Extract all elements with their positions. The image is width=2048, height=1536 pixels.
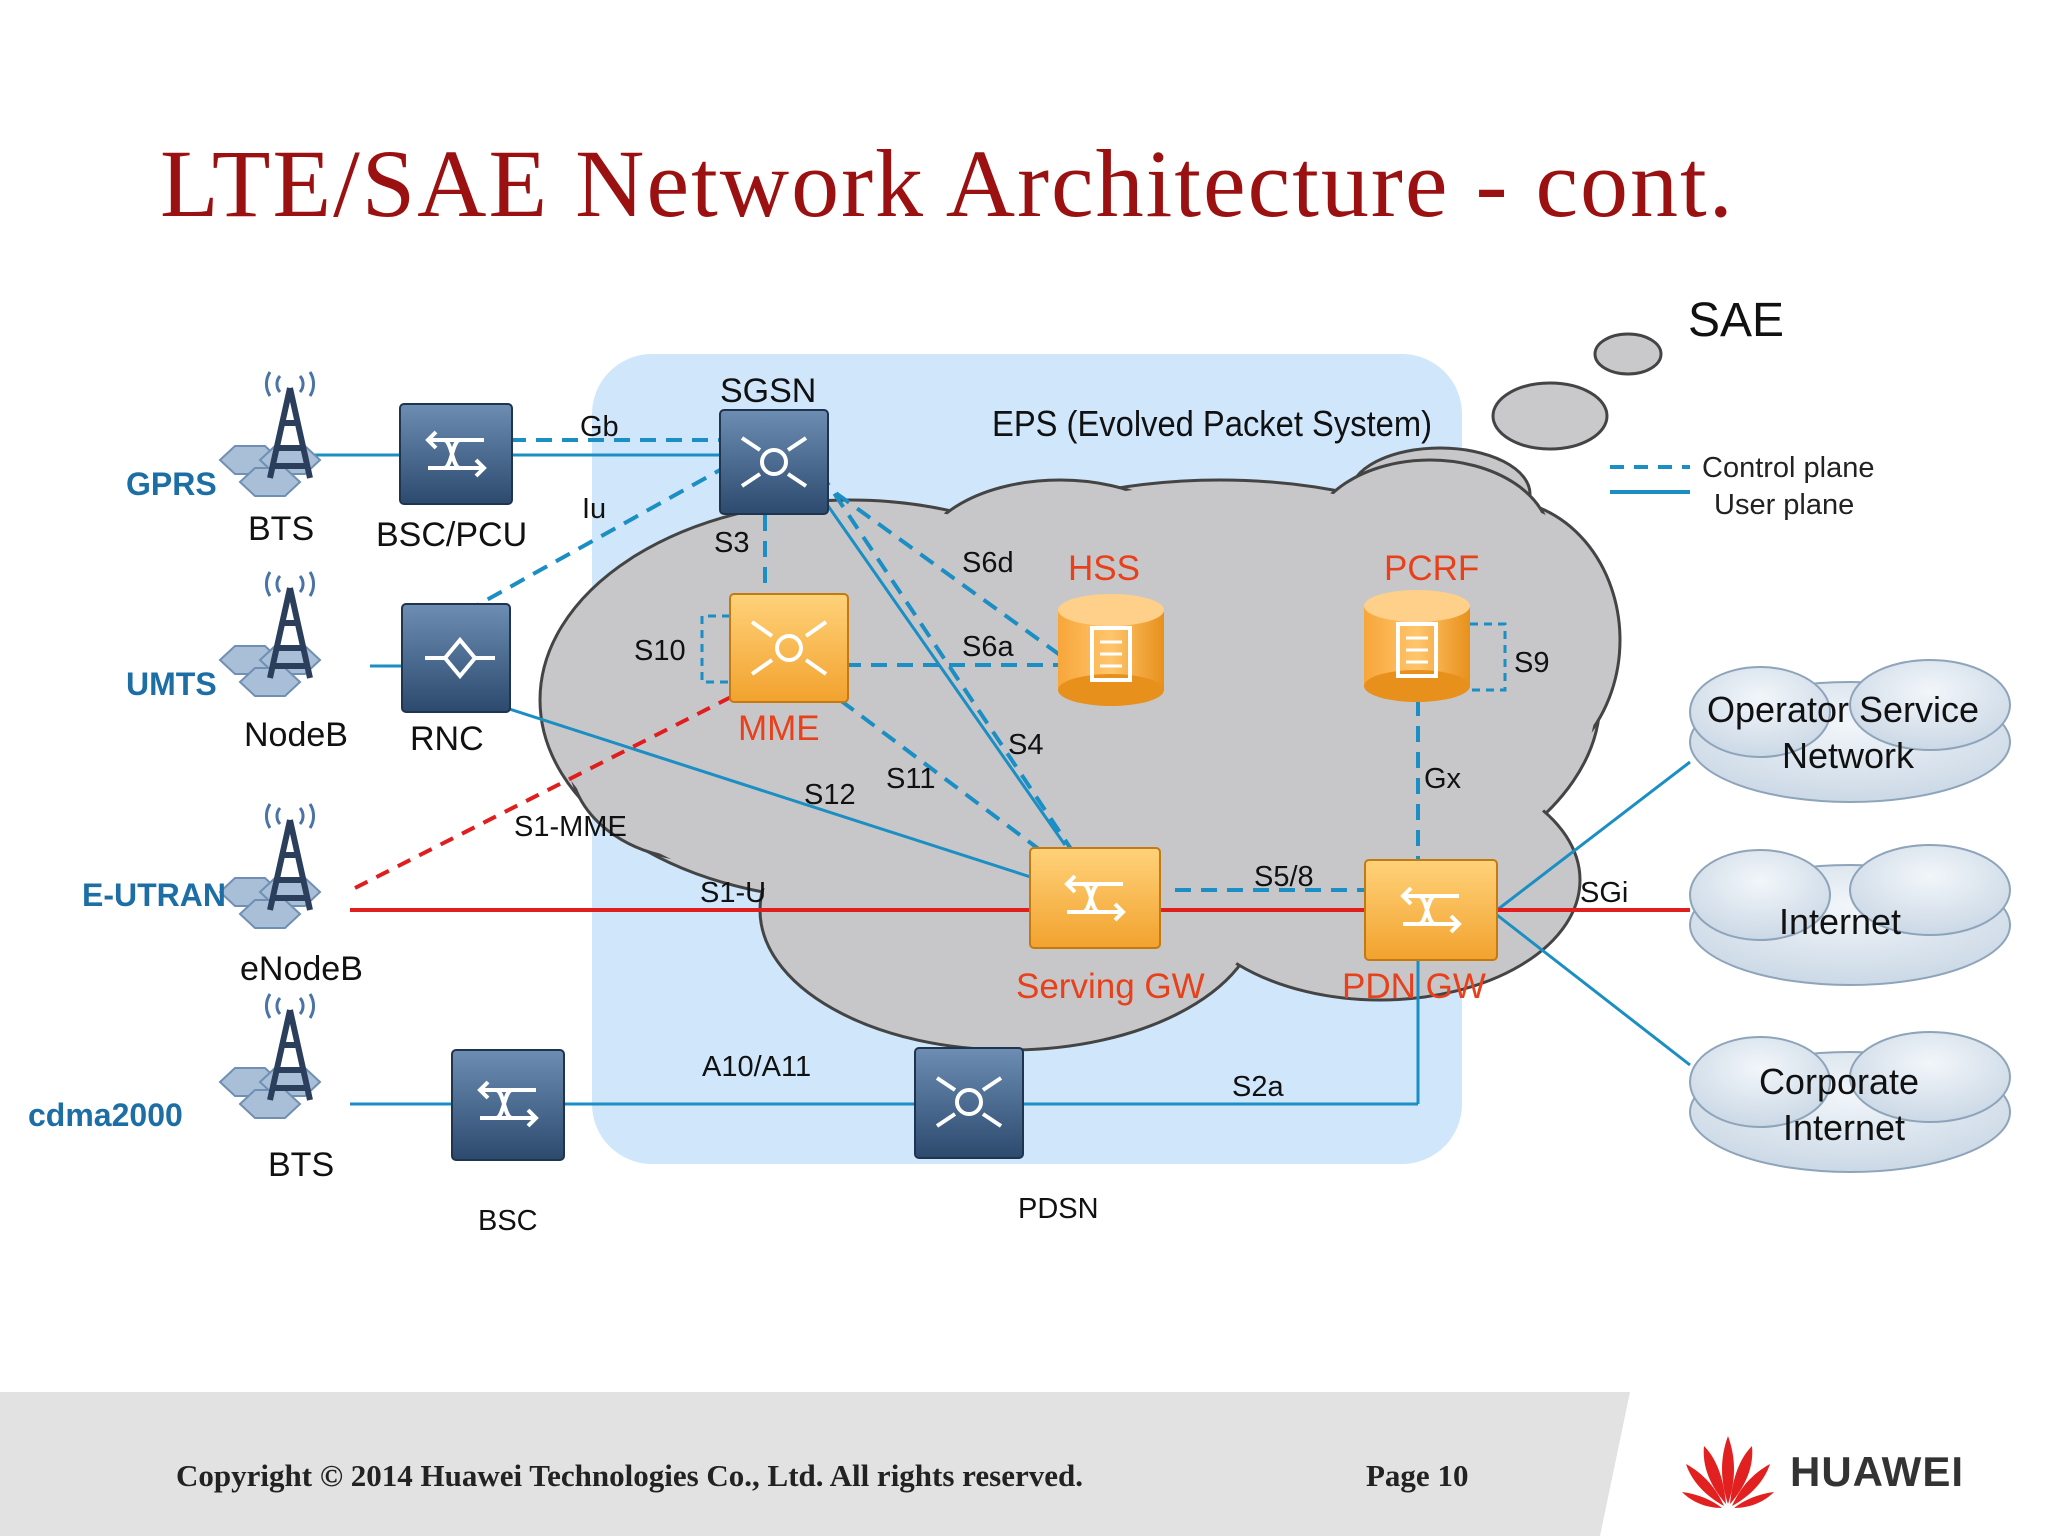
- pdsn-icon: [914, 1047, 1024, 1159]
- controller-label-umts: RNC: [410, 720, 484, 758]
- corporate-internet-line-1: Corporate: [1759, 1061, 1919, 1102]
- station-label-cdma: BTS: [268, 1146, 334, 1184]
- huawei-petals-icon: [1682, 1436, 1774, 1508]
- copyright-text: Copyright © 2014 Huawei Technologies Co.…: [176, 1458, 1083, 1493]
- access-label-cdma: cdma2000: [28, 1097, 183, 1133]
- if-s2a: S2a: [1232, 1071, 1284, 1103]
- station-label-umts: NodeB: [244, 716, 348, 754]
- corporate-cloud: [1689, 1031, 2011, 1173]
- bsc-icon: [451, 1049, 565, 1161]
- sgsn-label: SGSN: [720, 372, 816, 410]
- bts-cdma-icon: [219, 994, 321, 1119]
- if-s6d: S6d: [962, 547, 1014, 579]
- if-gb: Gb: [580, 411, 619, 443]
- pdn-gw-icon: [1364, 859, 1498, 961]
- hss-label: HSS: [1068, 549, 1140, 588]
- if-s58: S5/8: [1254, 861, 1314, 893]
- if-a10a11: A10/A11: [702, 1051, 811, 1083]
- page-number: Page 10: [1366, 1458, 1469, 1493]
- eps-label: EPS (Evolved Packet System): [992, 403, 1432, 444]
- if-s4: S4: [1008, 729, 1043, 761]
- footer: Copyright © 2014 Huawei Technologies Co.…: [0, 1392, 2048, 1536]
- huawei-logo-text: HUAWEI: [1790, 1448, 1964, 1495]
- corporate-internet-label: Corporate Internet: [1759, 1061, 1929, 1148]
- access-label-eutran: E-UTRAN: [82, 877, 226, 913]
- operator-network-line-2: Network: [1782, 735, 1915, 776]
- sae-label: SAE: [1688, 294, 1784, 347]
- rnc-icon: [401, 603, 511, 713]
- huawei-logo: HUAWEI: [1680, 1430, 2000, 1510]
- footer-logo-area: [1600, 1392, 2048, 1536]
- if-s1u: S1-U: [700, 877, 766, 909]
- control-plane-links: [464, 438, 1507, 892]
- legend-user-label: User plane: [1714, 489, 1854, 521]
- pdsn-label: PDSN: [1018, 1193, 1099, 1225]
- if-sgi: SGi: [1580, 877, 1628, 909]
- if-gx: Gx: [1424, 763, 1462, 795]
- access-label-umts: UMTS: [126, 666, 217, 702]
- legend-control-label: Control plane: [1702, 452, 1875, 484]
- if-s6a: S6a: [962, 631, 1014, 663]
- operator-network-label: Operator Service Network: [1707, 689, 1989, 776]
- pdn-gw-label: PDN GW: [1342, 967, 1486, 1006]
- internet-label: Internet: [1779, 901, 1901, 942]
- pcrf-label: PCRF: [1384, 549, 1479, 588]
- hss-database-icon: [1058, 594, 1164, 706]
- station-label-gprs: BTS: [248, 510, 314, 548]
- slide-title: LTE/SAE Network Architecture - cont.: [160, 130, 1735, 237]
- legend: Control plane User plane SAE: [1610, 294, 1875, 521]
- serving-gw-label: Serving GW: [1016, 967, 1205, 1006]
- if-iu: Iu: [582, 493, 606, 525]
- bts-gprs-icon: [219, 372, 321, 497]
- controller-label-cdma: BSC: [478, 1205, 538, 1237]
- if-s1mme: S1-MME: [514, 811, 627, 843]
- operator-network-line-1: Operator Service: [1707, 689, 1979, 730]
- access-label-gprs: GPRS: [126, 466, 217, 502]
- sae-bubble-medium: [1491, 381, 1609, 451]
- operator-cloud: [1689, 659, 2011, 803]
- pcrf-database-icon: [1364, 590, 1470, 702]
- internet-cloud: [1689, 844, 2011, 986]
- if-s3: S3: [714, 527, 749, 559]
- mme-label: MME: [738, 709, 820, 748]
- corporate-internet-line-2: Internet: [1783, 1107, 1905, 1148]
- if-s12: S12: [804, 779, 856, 811]
- bsc-pcu-icon: [399, 403, 513, 505]
- station-label-eutran: eNodeB: [240, 950, 363, 988]
- controller-label-gprs: BSC/PCU: [376, 516, 527, 554]
- serving-gw-icon: [1029, 847, 1161, 949]
- nodeb-umts-icon: [219, 572, 321, 697]
- mme-icon: [729, 593, 849, 703]
- sgsn-icon: [719, 409, 829, 515]
- network-architecture-diagram: Control plane User plane SAE: [28, 294, 2011, 1237]
- sae-bubble-small: [1593, 332, 1663, 376]
- enodeb-eutran-icon: [219, 804, 321, 929]
- if-s10: S10: [634, 635, 686, 667]
- if-s11: S11: [886, 763, 935, 795]
- if-s9: S9: [1514, 647, 1549, 679]
